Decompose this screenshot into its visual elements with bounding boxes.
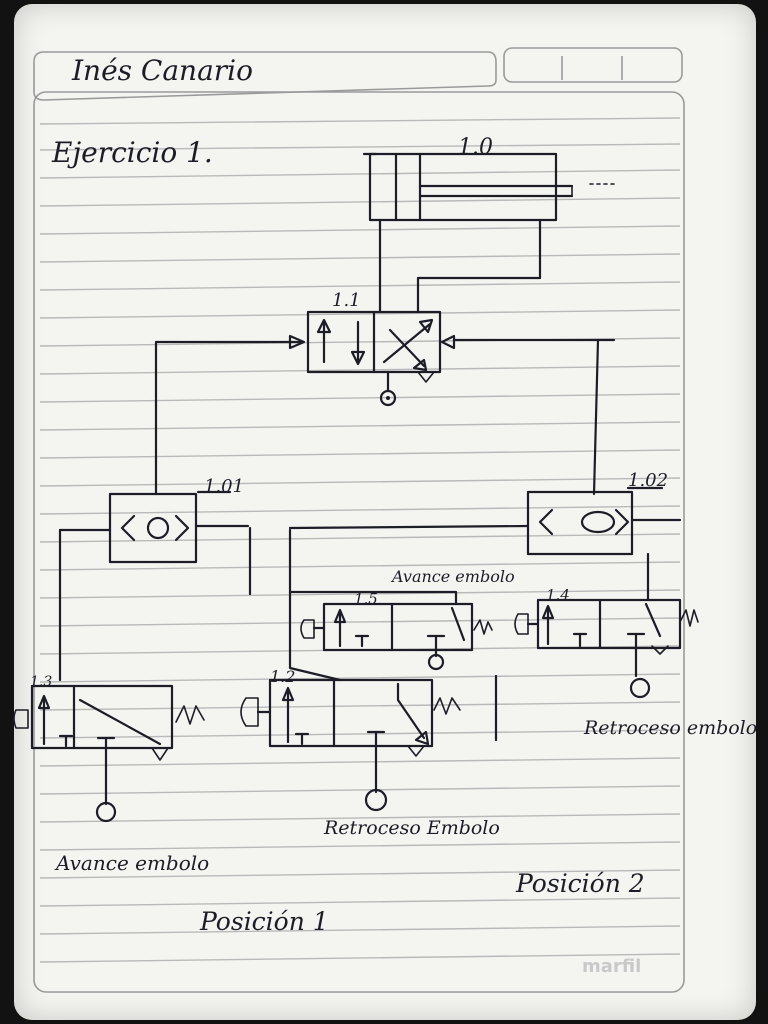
- header-date-box: [503, 47, 683, 83]
- label-retroceso-bottom: Retroceso Embolo: [323, 817, 500, 839]
- label-retroceso-right: Retroceso embolo: [583, 717, 757, 739]
- pilot-line-left: [154, 340, 302, 496]
- label-1-1: 1.1: [332, 290, 361, 311]
- label-posicion-2: Posición 2: [515, 869, 645, 898]
- header-name-box: [33, 51, 497, 101]
- ruled-lines: [39, 117, 681, 963]
- cylinder-1-0: [362, 152, 615, 222]
- brand-logo: marfil: [582, 956, 641, 977]
- shuttle-valve-1-01: [108, 490, 232, 564]
- valve-1-5: [300, 602, 493, 671]
- label-1-0: 1.0: [458, 135, 493, 160]
- label-1-2: 1.2: [270, 667, 295, 686]
- pilot-line-right: [592, 338, 600, 496]
- exercise-title: Ejercicio 1.: [51, 136, 213, 169]
- main-valve-1-1: [288, 310, 456, 407]
- label-1-02: 1.02: [628, 470, 668, 491]
- valve-1-4: [514, 598, 699, 699]
- label-avance-bottom: Avance embolo: [54, 851, 209, 875]
- valve-1-2: [240, 674, 498, 812]
- label-1-3: 1.3: [30, 674, 52, 690]
- pipe-cylinder-b: [416, 218, 542, 314]
- line-middle: [288, 524, 530, 530]
- line-1-3-to-shuttle: [58, 528, 112, 682]
- valve-1-3: [13, 684, 205, 823]
- label-posicion-1: Posición 1: [199, 907, 329, 936]
- line-1-5-feed: [288, 590, 458, 606]
- label-avance-top: Avance embolo: [390, 567, 515, 586]
- line-1-2-link: [288, 528, 342, 682]
- label-1-4: 1.4: [546, 586, 570, 604]
- shuttle-valve-1-02: [526, 486, 664, 556]
- page-frame: [33, 91, 685, 993]
- header-name: Inés Canario: [71, 54, 253, 87]
- label-1-01: 1.01: [204, 476, 244, 497]
